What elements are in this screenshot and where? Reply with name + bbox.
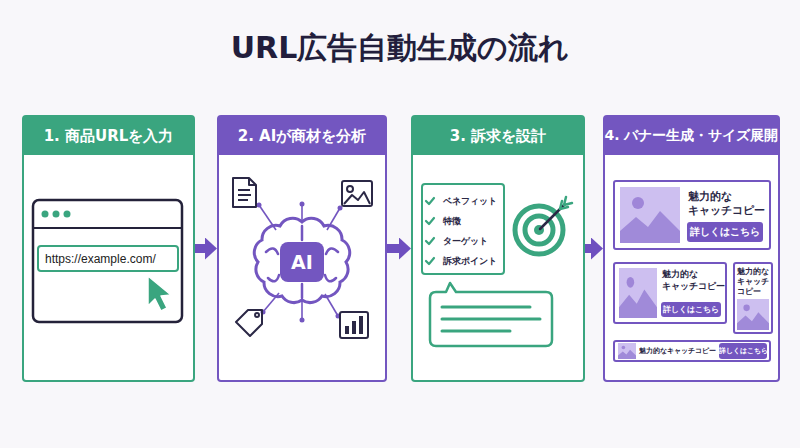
circuit-line: [325, 294, 338, 316]
catch-copy: 魅力的な キャッチコピー: [662, 268, 725, 292]
catch-copy: 魅力的な キャッチコピー: [737, 267, 771, 297]
browser-window: [33, 200, 182, 322]
flow-arrow: [585, 244, 591, 253]
checklist-item: ターゲット: [443, 231, 503, 251]
catch-copy: 魅力的な キャッチコピー: [688, 190, 770, 218]
cta-button: 詳しくはこちら: [661, 302, 721, 317]
checklist-box: ベネフィット特徴ターゲット訴求ポイント: [421, 183, 505, 275]
step-heading: 1. 商品URLを入力: [24, 117, 193, 155]
banner-image: [620, 187, 680, 243]
banner-tall: 魅力的な キャッチコピー: [733, 262, 773, 334]
ai-label: AI: [291, 253, 313, 272]
target-arrow-shaft: [540, 205, 564, 229]
tag-shape: [236, 310, 262, 336]
banner-image: [737, 299, 769, 330]
circuit-line: [301, 206, 303, 222]
check-mark: [426, 258, 434, 264]
step-heading: 4. バナー生成・サイズ展開: [605, 117, 778, 155]
button-label: 詳しくはこちら: [663, 306, 719, 314]
chart-frame: [340, 312, 368, 338]
target-center: [534, 225, 544, 235]
button-label: 詳しくはこちら: [690, 227, 760, 237]
url-input-box: https://example.com/: [37, 245, 179, 272]
speech-bubble: [430, 283, 552, 346]
catch-copy: 魅力的なキャッチコピー: [639, 342, 719, 360]
brain-folds: [266, 226, 338, 298]
banner-large: 魅力的な キャッチコピー詳しくはこちら: [613, 180, 771, 250]
step-column: 1. 商品URLを入力 https://example.com/: [22, 115, 195, 382]
circuit-terminal: [261, 310, 266, 315]
circuit-line: [259, 205, 276, 230]
tag-icon: [236, 310, 262, 336]
check-marks: [426, 198, 434, 264]
banner-image: [618, 343, 636, 359]
ai-chip: AI: [280, 242, 324, 282]
step-column: 3. 訴求を設計ベネフィット特徴ターゲット訴求ポイント: [411, 115, 585, 382]
image-mountain: [344, 192, 370, 204]
tag-hole: [255, 313, 259, 317]
banner-medium: 魅力的な キャッチコピー詳しくはこちら: [613, 262, 727, 324]
checklist-item: 特徴: [443, 211, 503, 231]
circuit-terminal: [300, 318, 305, 323]
bubble-lines: [442, 307, 540, 331]
browser-dot: [42, 211, 49, 218]
banner-wide: 魅力的なキャッチコピー詳しくはこちら: [613, 340, 771, 362]
url-text: https://example.com/: [45, 252, 156, 266]
cta-button: 詳しくはこちら: [719, 343, 767, 359]
circuit-lines: [259, 205, 340, 318]
document-icon: [233, 178, 256, 207]
checklist-item: 訴求ポイント: [443, 251, 503, 271]
circuit-terminals: [257, 202, 343, 323]
image-sun: [347, 186, 353, 192]
circuit-terminal: [338, 206, 343, 211]
check-mark: [426, 218, 434, 224]
check-mark: [426, 198, 434, 204]
circuit-line: [301, 300, 303, 318]
document-sheet: [233, 178, 256, 207]
flow-arrow: [195, 244, 205, 253]
chart-bar: [352, 321, 356, 334]
image-icon: [342, 181, 372, 206]
cta-button: 詳しくはこちら: [687, 222, 763, 242]
chart-bar: [345, 326, 349, 334]
step-column: 2. AIが商材を分析 AI: [217, 115, 387, 382]
step-heading: 3. 訴求を設計: [413, 117, 583, 155]
chart-bar: [359, 316, 363, 334]
circuit-terminal: [336, 314, 341, 319]
circuit-terminal: [257, 203, 262, 208]
banner-image: [619, 268, 657, 318]
circuit-terminal: [300, 202, 305, 207]
target-arrow-feathers: [560, 197, 572, 209]
browser-toolbar-line: [33, 227, 182, 229]
browser-dot: [53, 211, 60, 218]
mouse-cursor: [148, 276, 171, 311]
button-label: 詳しくはこちら: [719, 348, 768, 355]
flow-arrow: [387, 244, 399, 253]
document-lines: [238, 190, 251, 200]
checklist-item: ベネフィット: [443, 191, 503, 211]
circuit-line: [263, 293, 279, 312]
document-fold: [249, 178, 256, 185]
image-frame: [342, 181, 372, 206]
diagram-title: URL広告自動生成の流れ: [0, 28, 800, 69]
target-icon: [515, 197, 572, 254]
circuit-line: [327, 208, 340, 230]
step-heading: 2. AIが商材を分析: [219, 117, 385, 155]
target-ring: [525, 216, 553, 244]
chart-icon: [340, 312, 368, 338]
brain-outline: [254, 218, 349, 302]
target-ring: [515, 206, 563, 254]
browser-dot: [64, 211, 71, 218]
check-mark: [426, 238, 434, 244]
step-column: 4. バナー生成・サイズ展開魅力的な キャッチコピー詳しくはこちら魅力的な キャ…: [603, 115, 780, 382]
